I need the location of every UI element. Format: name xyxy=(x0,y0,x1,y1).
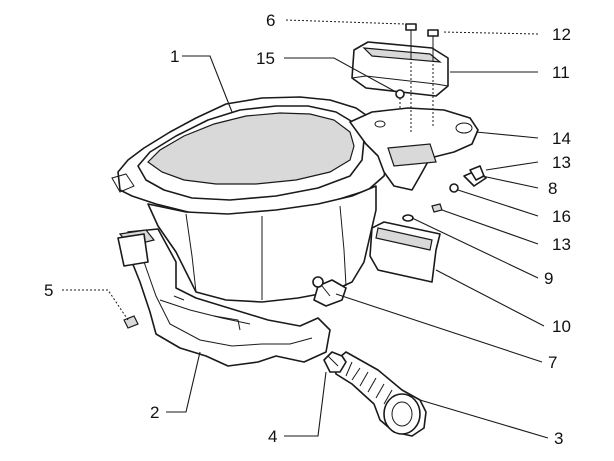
part-labels: 1 2 3 4 5 6 7 8 9 10 11 12 13 13 14 15 1… xyxy=(44,11,571,448)
part-number-2: 2 xyxy=(150,403,159,422)
storage-tub xyxy=(111,96,389,307)
screw-12 xyxy=(427,29,439,60)
part-number-10: 10 xyxy=(552,317,571,336)
clip-13-lower xyxy=(431,203,443,213)
washer-16 xyxy=(449,183,459,193)
part-number-15: 15 xyxy=(256,49,275,68)
nut-9 xyxy=(402,214,414,222)
part-number-11: 11 xyxy=(552,63,570,82)
small-clip xyxy=(123,315,139,329)
top-cover xyxy=(351,41,449,97)
part-number-8: 8 xyxy=(548,179,557,198)
part-number-14: 14 xyxy=(552,129,571,148)
part-number-1: 1 xyxy=(170,47,179,66)
screw-7 xyxy=(312,276,331,297)
hose-clamp xyxy=(323,351,347,373)
part-number-16: 16 xyxy=(552,207,571,226)
part-number-9: 9 xyxy=(544,269,553,288)
part-number-7: 7 xyxy=(548,353,557,372)
part-number-13-lower: 13 xyxy=(552,235,571,254)
screw-6 xyxy=(405,23,417,58)
part-number-13: 13 xyxy=(552,153,571,172)
small-box xyxy=(369,221,441,283)
bracket-plate xyxy=(349,107,479,191)
air-duct xyxy=(117,228,331,367)
corrugated-hose xyxy=(333,351,427,437)
part-number-5: 5 xyxy=(44,281,53,300)
part-number-3: 3 xyxy=(554,429,563,448)
part-number-4: 4 xyxy=(268,427,277,446)
leader-lines xyxy=(62,19,549,439)
screw-15 xyxy=(395,58,434,132)
part-number-12: 12 xyxy=(552,25,571,44)
part-number-6: 6 xyxy=(266,11,275,30)
